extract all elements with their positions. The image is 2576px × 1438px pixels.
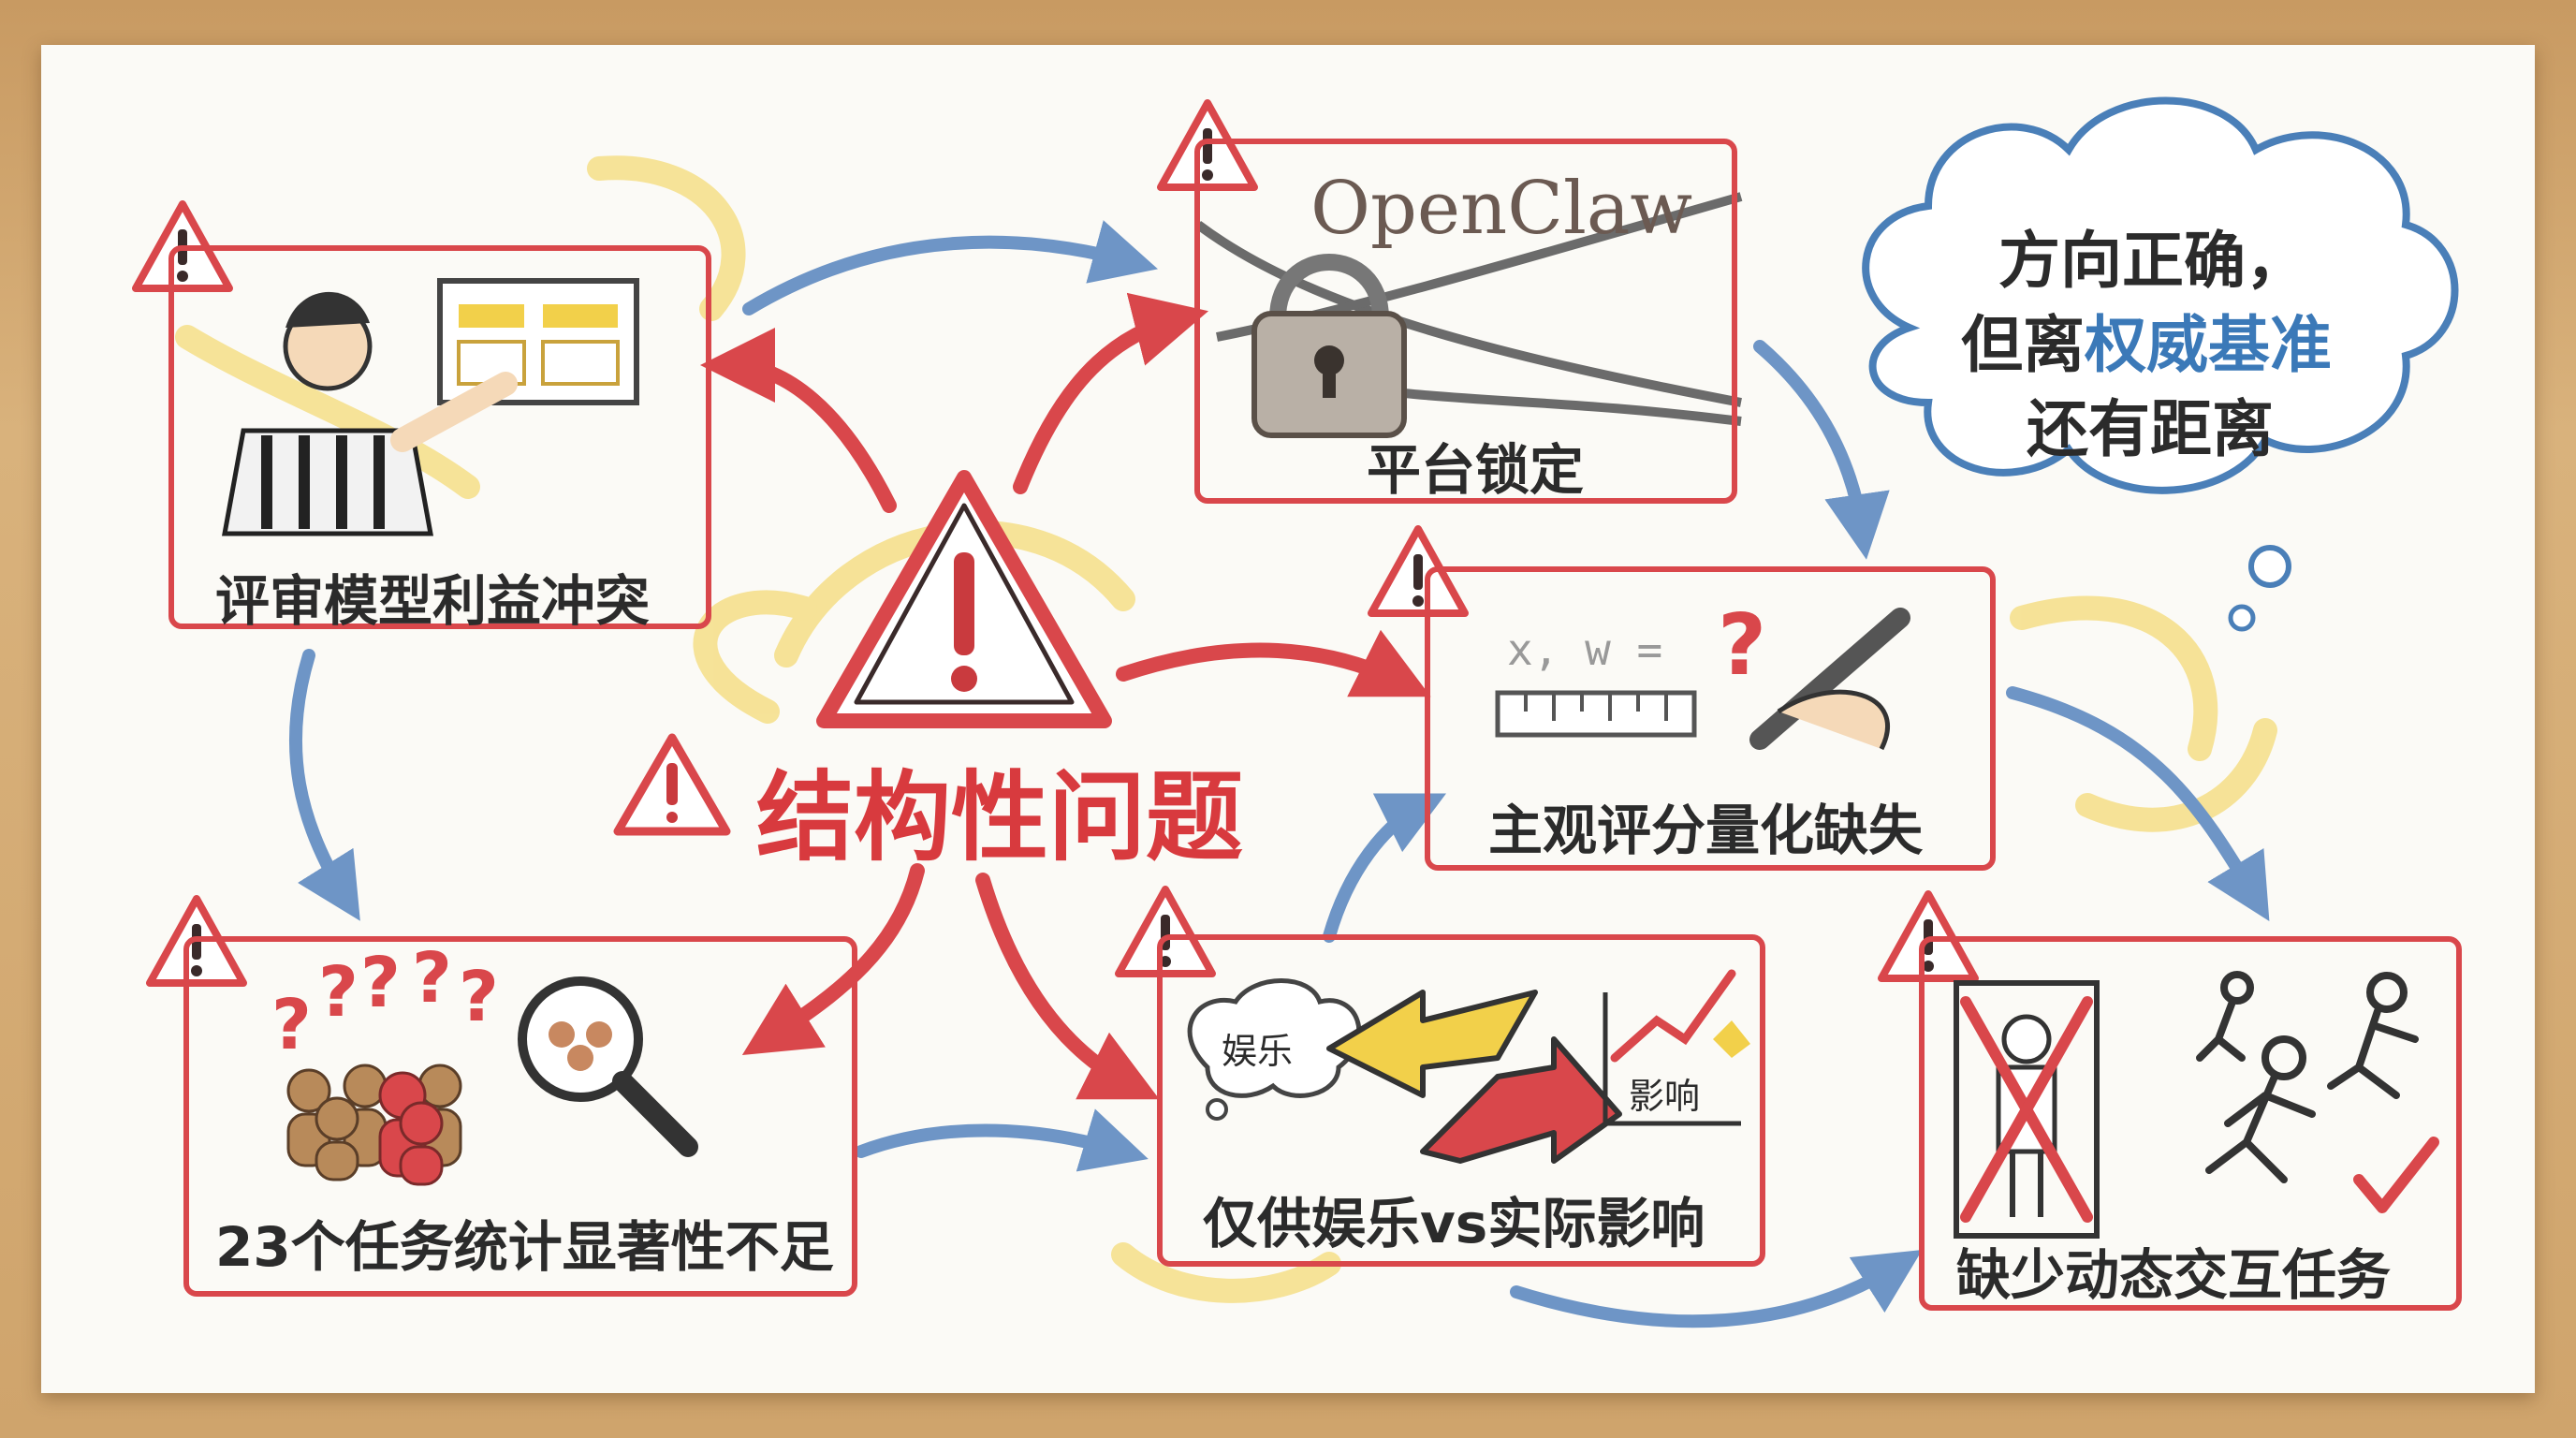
thought-cloud [1862,96,2459,632]
dynamic-tasks-illustration [1954,971,2439,1239]
impact-tag: 影响 [1629,1076,1701,1117]
node-judge-conflict-label: 评审模型利益冲突 [215,569,651,633]
svg-text:?: ? [318,952,359,1033]
node-judge-conflict [168,245,711,629]
node-subjective-scoring-label: 主观评分量化缺失 [1488,799,1924,862]
scoring-illustration: x, w = ? [1495,596,1910,751]
node-entertainment-impact-label: 仅供娱乐vs实际影响 [1203,1192,1705,1255]
cloud-line-2: 但离权威基准 [1961,295,2332,385]
svg-text:?: ? [271,985,312,1065]
blue-arrows [288,220,2270,1328]
cloud-line-2-prefix: 但离 [1961,309,2085,381]
node-platform-lock [1194,139,1737,504]
svg-text:x, w =: x, w = [1507,624,1662,675]
node-dynamic-tasks [1919,936,2462,1311]
cloud-line-1: 方向正确， [1998,225,2307,297]
central-warning-icon [816,470,1112,728]
yellow-highlights [175,155,2277,1303]
svg-text:?: ? [1718,596,1766,695]
cloud-line-2-accent: 权威基准 [2085,309,2332,381]
cloud-line-3: 还有距离 [2027,393,2274,465]
padlock-icon [1251,254,1407,438]
node-task-significance-label: 23个任务统计显著性不足 [215,1215,834,1279]
red-arrows [700,292,1431,1100]
crowd-illustration: ??? ?? [271,938,698,1186]
entertainment-impact-illustration [1187,969,1750,1164]
node-task-significance [183,936,857,1297]
referee-illustration [222,278,639,536]
main-title: 结构性问题 [756,759,1244,874]
node-entertainment-impact [1157,934,1765,1267]
svg-text:?: ? [412,938,452,1019]
node-dynamic-tasks-label: 缺少动态交互任务 [1956,1243,2392,1307]
svg-text:?: ? [459,957,499,1037]
node-subjective-scoring [1425,566,1996,871]
title-warning-icon [613,733,731,836]
node-platform-lock-label: 平台锁定 [1367,438,1585,502]
entertainment-tag: 娱乐 [1222,1031,1294,1072]
openclaw-logo: OpenClaw [1310,167,1693,251]
svg-text:?: ? [360,943,401,1023]
